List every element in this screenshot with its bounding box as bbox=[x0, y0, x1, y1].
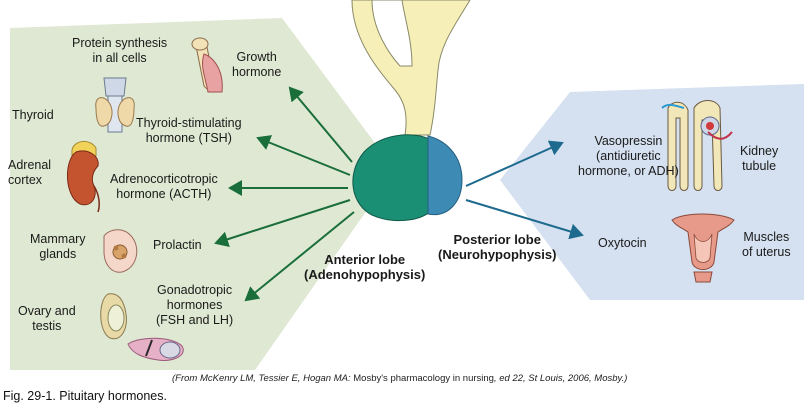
target-label: Muscles bbox=[743, 230, 790, 244]
posterior-lobe-shape bbox=[427, 135, 463, 216]
anterior-lobe-shape bbox=[352, 134, 433, 222]
hormone-label: hormone (ACTH) bbox=[116, 187, 212, 201]
adrenal-kidney-illustration bbox=[66, 141, 100, 213]
hormone-vasopressin: Vasopressin (antidiuretic hormone, or AD… bbox=[578, 134, 679, 179]
target-label: Protein synthesis bbox=[72, 36, 168, 50]
hormone-label: (FSH and LH) bbox=[156, 313, 234, 327]
target-label: testis bbox=[32, 319, 62, 333]
posterior-panel bbox=[500, 84, 804, 300]
target-label: cortex bbox=[8, 173, 43, 187]
hormone-label: hormone (TSH) bbox=[145, 131, 232, 145]
arrow-gonadotropic bbox=[244, 211, 355, 302]
target-label: Mammary bbox=[30, 232, 86, 246]
hormone-growth-hormone: Growth hormone bbox=[232, 50, 281, 80]
hormone-label: hormone bbox=[232, 65, 282, 79]
hormone-label: Adrenocorticotropic bbox=[110, 172, 218, 186]
target-label: of uterus bbox=[742, 245, 791, 259]
target-label: Thyroid bbox=[12, 108, 54, 122]
target-thyroid: Thyroid bbox=[12, 108, 54, 123]
hormone-label: Growth bbox=[236, 50, 277, 64]
mammary-gland-illustration bbox=[103, 229, 138, 273]
credit-suffix: , ed 22, St Louis, 2006, Mosby.) bbox=[493, 373, 628, 384]
target-adrenal-cortex: Adrenal cortex bbox=[8, 158, 51, 188]
anterior-arrows bbox=[214, 86, 355, 302]
hormone-gonadotropic: Gonadotropic hormones (FSH and LH) bbox=[156, 283, 233, 328]
anterior-lobe-title: Anterior lobe (Adenohypophysis) bbox=[304, 252, 425, 282]
target-protein-synthesis: Protein synthesis in all cells bbox=[72, 36, 167, 66]
hormone-label: Vasopressin bbox=[594, 134, 663, 148]
hormone-acth: Adrenocorticotropic hormone (ACTH) bbox=[110, 172, 218, 202]
lobe-title: (Adenohypophysis) bbox=[304, 267, 426, 282]
credit-book: Mosby's pharmacology in nursing bbox=[353, 373, 494, 384]
lobe-title: Anterior lobe bbox=[324, 252, 406, 267]
hormone-label: hormone, or ADH) bbox=[578, 164, 679, 178]
hormone-label: Thyroid-stimulating bbox=[136, 116, 242, 130]
target-ovary-testis: Ovary and testis bbox=[18, 304, 76, 334]
hormone-label: (antidiuretic bbox=[596, 149, 661, 163]
target-label: tubule bbox=[742, 159, 777, 173]
hormone-label: Prolactin bbox=[153, 238, 202, 252]
target-label: Ovary and bbox=[18, 304, 76, 318]
target-label: Adrenal bbox=[8, 158, 52, 172]
target-label: glands bbox=[39, 247, 77, 261]
stalk bbox=[351, 0, 471, 136]
hormone-label: hormones bbox=[166, 298, 223, 312]
lobe-title: (Neurohypophysis) bbox=[438, 247, 557, 262]
arrow-prolactin bbox=[214, 199, 351, 247]
kidney-tubule-illustration bbox=[661, 100, 733, 191]
posterior-arrows bbox=[465, 140, 584, 240]
hormone-label: Gonadotropic bbox=[157, 283, 233, 297]
credit-prefix: (From McKenry LM, Tessier E, Hogan MA: bbox=[172, 373, 354, 384]
hormone-oxytocin: Oxytocin bbox=[598, 236, 647, 251]
arrow-tsh bbox=[256, 135, 351, 176]
lobe-title: Posterior lobe bbox=[453, 232, 541, 247]
arrow-growth-hormone bbox=[288, 86, 353, 163]
target-kidney-tubule: Kidney tubule bbox=[740, 144, 778, 174]
uterus-illustration bbox=[671, 213, 735, 283]
figure-caption: Fig. 29-1. Pituitary hormones. bbox=[3, 389, 167, 403]
arrow-oxytocin bbox=[465, 199, 584, 240]
ovary-testis-illustration bbox=[100, 293, 184, 361]
arrow-vasopressin bbox=[465, 140, 564, 187]
thyroid-illustration bbox=[95, 77, 135, 133]
target-label: in all cells bbox=[92, 51, 147, 65]
hormone-label: Oxytocin bbox=[598, 236, 647, 250]
target-label: Kidney bbox=[740, 144, 779, 158]
hormone-prolactin: Prolactin bbox=[153, 238, 202, 253]
posterior-lobe-title: Posterior lobe (Neurohypophysis) bbox=[438, 232, 556, 262]
target-mammary-glands: Mammary glands bbox=[30, 232, 86, 262]
source-credit: (From McKenry LM, Tessier E, Hogan MA: M… bbox=[172, 373, 627, 384]
bone-muscle-illustration bbox=[191, 37, 223, 93]
target-muscles-uterus: Muscles of uterus bbox=[742, 230, 791, 260]
hormone-tsh: Thyroid-stimulating hormone (TSH) bbox=[136, 116, 242, 146]
